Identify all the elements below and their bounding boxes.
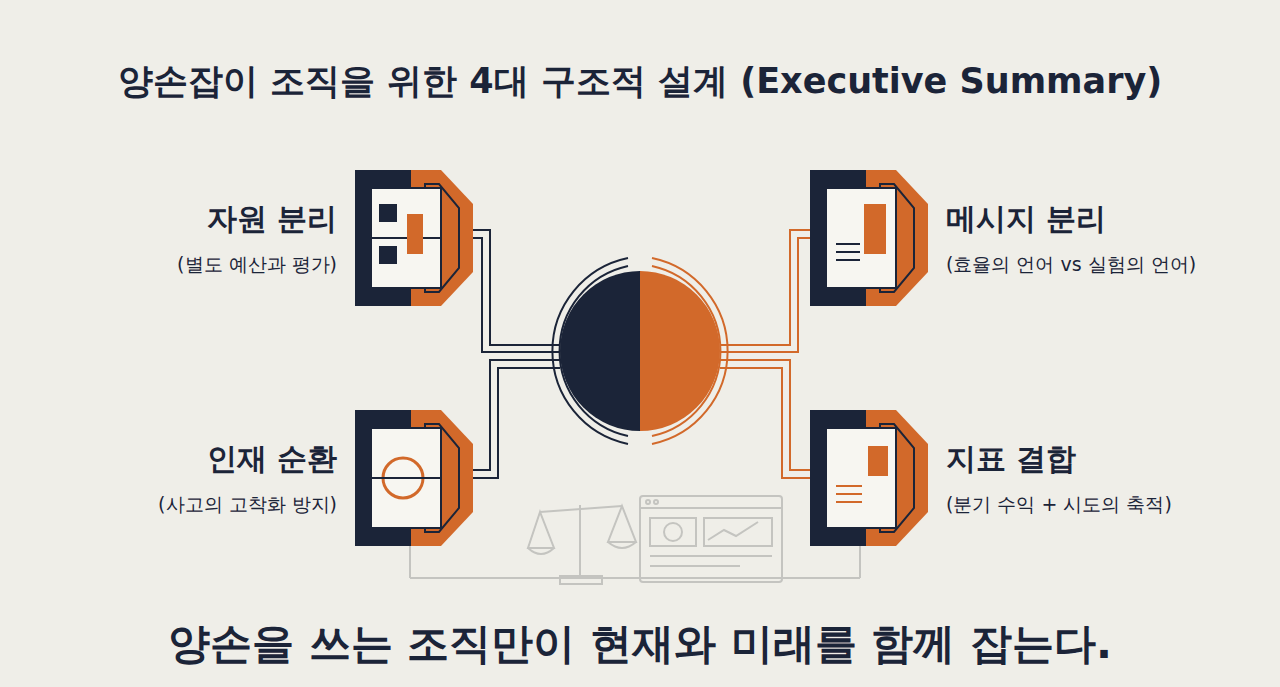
icon-graphic bbox=[810, 410, 928, 546]
node-icon bbox=[355, 410, 473, 546]
node-subtitle: (사고의 고착화 방지) bbox=[158, 492, 337, 518]
node-heading: 메시지 분리 bbox=[946, 199, 1196, 240]
icon-node: 메시지 분리 (효율의 언어 vs 실험의 언어) bbox=[810, 170, 1202, 306]
node-icon bbox=[355, 170, 473, 306]
center-circle bbox=[552, 258, 727, 444]
caption: 양손을 쓰는 조직만이 현재와 미래를 함께 잡는다. bbox=[0, 616, 1280, 672]
scale-and-dashboard bbox=[410, 496, 860, 584]
icon-node: 지표 결합 (분기 수익 + 시도의 축적) bbox=[810, 410, 1178, 546]
node-texts: 자원 분리 (별도 예산과 평가) bbox=[171, 195, 343, 282]
node-icon bbox=[810, 170, 928, 306]
node-heading: 자원 분리 bbox=[177, 199, 337, 240]
node-heading: 지표 결합 bbox=[946, 439, 1172, 480]
icon-node: 자원 분리 (별도 예산과 평가) bbox=[171, 170, 473, 306]
icon-node: 인재 순환 (사고의 고착화 방지) bbox=[152, 410, 473, 546]
node-texts: 지표 결합 (분기 수익 + 시도의 축적) bbox=[940, 435, 1178, 522]
node-subtitle: (효율의 언어 vs 실험의 언어) bbox=[946, 252, 1196, 278]
node-subtitle: (분기 수익 + 시도의 축적) bbox=[946, 492, 1172, 518]
node-icon bbox=[810, 410, 928, 546]
node-texts: 메시지 분리 (효율의 언어 vs 실험의 언어) bbox=[940, 195, 1202, 282]
node-subtitle: (별도 예산과 평가) bbox=[177, 252, 337, 278]
icon-graphic bbox=[355, 170, 473, 306]
icon-graphic bbox=[355, 410, 473, 546]
node-heading: 인재 순환 bbox=[158, 439, 337, 480]
title: 양손잡이 조직을 위한 4대 구조적 설계 (Executive Summary… bbox=[0, 58, 1280, 105]
node-texts: 인재 순환 (사고의 고착화 방지) bbox=[152, 435, 343, 522]
wires bbox=[440, 230, 840, 478]
icon-graphic bbox=[810, 170, 928, 306]
